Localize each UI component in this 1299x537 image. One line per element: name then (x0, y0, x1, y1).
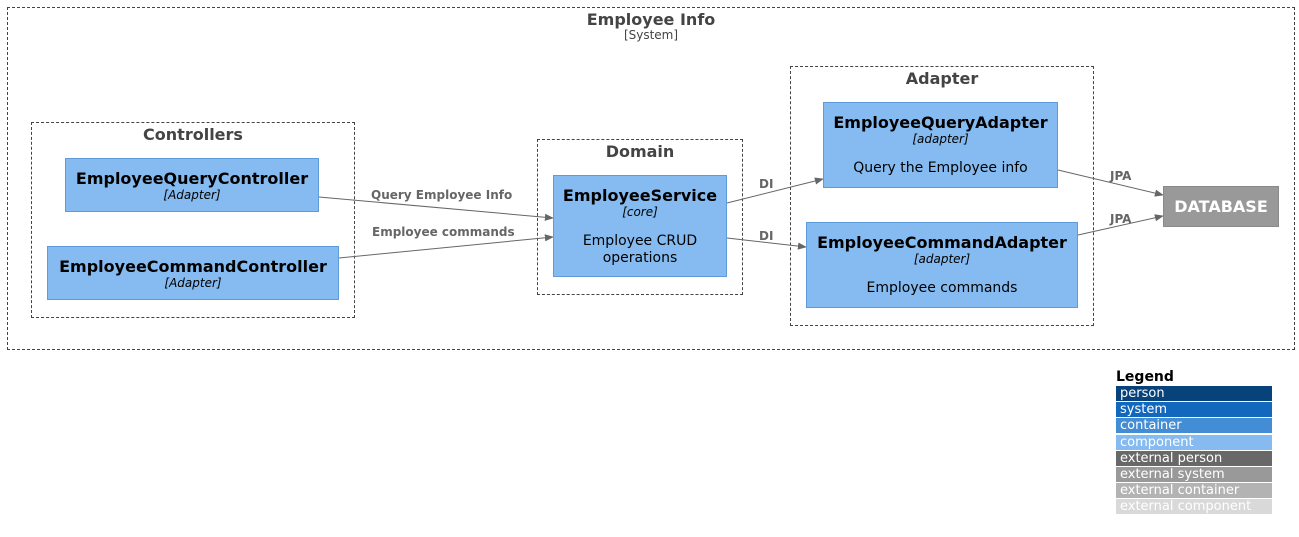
component-name: EmployeeQueryController (75, 169, 309, 188)
component-name: EmployeeService (562, 186, 718, 205)
employee-command-adapter[interactable]: EmployeeCommandAdapter [adapter] Employe… (806, 222, 1078, 308)
edge-jpa-query (1057, 169, 1164, 197)
edge-query-info (318, 196, 554, 221)
legend-item-external-person: external person (1116, 450, 1272, 466)
component-name: EmployeeCommandAdapter (817, 233, 1067, 252)
employee-query-controller[interactable]: EmployeeQueryController [Adapter] (65, 158, 319, 212)
label-commands: Employee commands (372, 225, 515, 239)
employee-query-adapter[interactable]: EmployeeQueryAdapter [adapter] Query the… (823, 102, 1058, 188)
database-label: DATABASE (1174, 197, 1268, 216)
controllers-boundary: Controllers (31, 122, 355, 318)
component-type: [Adapter] (163, 188, 221, 202)
edge-jpa-command (1077, 214, 1164, 236)
adapter-title: Adapter (905, 69, 979, 88)
system-boundary: Employee Info [System] (7, 7, 1295, 350)
label-query-info: Query Employee Info (371, 188, 513, 202)
adapter-boundary: Adapter (790, 66, 1094, 326)
legend-item-external-container: external container (1116, 483, 1272, 499)
controllers-title: Controllers (143, 125, 243, 144)
system-subtitle: [System] (623, 28, 679, 42)
system-title: Employee Info (586, 10, 716, 29)
label-jpa-query: JPA (1110, 169, 1132, 183)
legend-title: Legend (1116, 369, 1174, 385)
component-description: Employee CRUD operations (582, 233, 698, 266)
component-type: [adapter] (913, 252, 971, 266)
edge-commands (338, 234, 554, 259)
legend-item-external-system: external system (1116, 466, 1272, 482)
edge-di-command (726, 237, 807, 250)
domain-title: Domain (605, 142, 675, 161)
employee-command-controller[interactable]: EmployeeCommandController [Adapter] (47, 246, 339, 300)
legend-item-system: system (1116, 402, 1272, 418)
component-type: [Adapter] (164, 276, 222, 290)
component-type: [adapter] (912, 132, 969, 146)
legend-item-external-component: external component (1116, 499, 1272, 515)
legend-item-person: person (1116, 386, 1272, 401)
label-di-query: DI (759, 177, 774, 191)
label-di-command: DI (759, 229, 774, 243)
component-type: [core] (622, 205, 658, 219)
component-name: EmployeeQueryAdapter (833, 113, 1048, 132)
component-name: EmployeeCommandController (59, 257, 327, 276)
label-jpa-command: JPA (1110, 212, 1132, 226)
employee-service[interactable]: EmployeeService [core] Employee CRUD ope… (553, 175, 727, 277)
component-description: Query the Employee info (853, 160, 1028, 176)
legend-item-component: component (1116, 434, 1272, 450)
edge-di-query (726, 177, 824, 204)
legend: Legend person system container component… (1116, 369, 1272, 516)
legend-item-container: container (1116, 418, 1272, 434)
database-node[interactable]: DATABASE (1163, 186, 1279, 227)
component-description: Employee commands (866, 280, 1018, 296)
